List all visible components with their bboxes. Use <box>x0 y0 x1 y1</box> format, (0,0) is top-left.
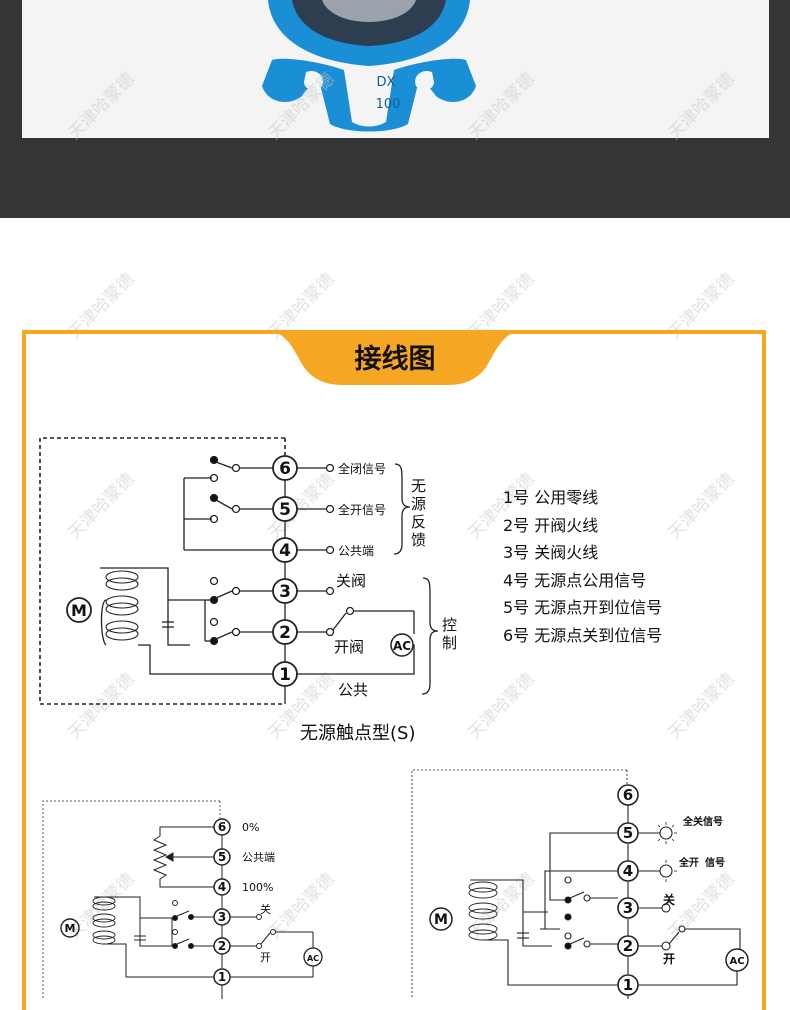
terminal-6-label: 6 <box>279 459 291 479</box>
lamp-terminal-5-label: 5 <box>623 824 633 842</box>
pot-motor-label: M <box>65 922 76 935</box>
pot-terminal-6-label: 6 <box>218 820 226 834</box>
lamp-close-label: 关 <box>663 892 675 907</box>
common-label: 公共 <box>338 681 368 699</box>
pot-ac-label: AC <box>307 954 319 963</box>
lamp-motor-label: M <box>434 912 448 928</box>
valve-marking-2: 100 <box>376 97 401 112</box>
pot-hundred-label: 100% <box>242 881 273 894</box>
pot-open-label: 开 <box>260 951 271 964</box>
legend-item: 2号 开阀火线 <box>503 515 599 535</box>
pot-terminal-4-label: 4 <box>218 880 226 894</box>
full-open-lamp-label-1: 全开 <box>678 856 699 869</box>
legend-item: 4号 无源点公用信号 <box>503 570 647 590</box>
terminal-legend: 1号 公用零线 2号 开阀火线 3号 关阀火线 4号 无源点公用信号 5号 无源… <box>503 484 662 649</box>
motor-symbol <box>66 597 92 623</box>
legend-item: 6号 无源点关到位信号 <box>503 625 663 645</box>
valve-marking-1: DX <box>377 75 396 90</box>
pot-terminal-1-label: 1 <box>218 970 226 984</box>
lamp-ac-label: AC <box>729 956 744 967</box>
pot-common-label: 公共端 <box>242 851 275 864</box>
pot-terminal-2-label: 2 <box>218 939 226 953</box>
lamp-terminal-1-label: 1 <box>623 976 633 994</box>
terminal-2-label: 2 <box>279 623 291 643</box>
terminal-3-label: 3 <box>279 582 291 602</box>
full-close-lamp-label: 全关信号 <box>682 815 723 828</box>
full-open-signal-label: 全开信号 <box>338 502 386 517</box>
terminal-4-label: 4 <box>279 541 291 561</box>
ac-label: AC <box>393 639 411 653</box>
lamp-terminal-2-label: 2 <box>623 937 633 955</box>
motor-label: M <box>71 601 87 620</box>
lamp-terminal-3-label: 3 <box>623 899 633 917</box>
lamp-open-label: 开 <box>663 952 675 966</box>
lamp-terminal-4-label: 4 <box>623 862 633 880</box>
full-open-lamp-label-2: 信号 <box>705 856 725 869</box>
full-close-signal-label: 全闭信号 <box>338 461 386 476</box>
open-valve-label: 开阀 <box>334 638 364 656</box>
section-title: 接线图 <box>354 344 436 375</box>
close-valve-label: 关阀 <box>336 572 366 590</box>
terminal-5-label: 5 <box>279 500 291 520</box>
passive-contact-caption: 无源触点型(S) <box>300 723 416 744</box>
pot-close-label: 关 <box>260 902 271 916</box>
housing-outline <box>39 437 285 705</box>
pot-terminal-5-label: 5 <box>218 850 226 864</box>
terminal-1-label: 1 <box>279 665 291 685</box>
title-tab <box>270 330 520 385</box>
lamp-terminal-6-label: 6 <box>623 786 633 804</box>
legend-item: 1号 公用零线 <box>503 488 599 507</box>
product-photo: DX 100 <box>22 0 769 138</box>
control-group-label: 控制 <box>442 616 457 652</box>
pot-zero-label: 0% <box>242 821 259 834</box>
legend-item: 3号 关阀火线 <box>503 543 599 562</box>
common-terminal-label: 公共端 <box>338 544 374 558</box>
legend-item: 5号 无源点开到位信号 <box>503 598 663 617</box>
feedback-group-label: 无源反馈 <box>411 477 426 549</box>
pot-terminal-3-label: 3 <box>218 910 226 924</box>
